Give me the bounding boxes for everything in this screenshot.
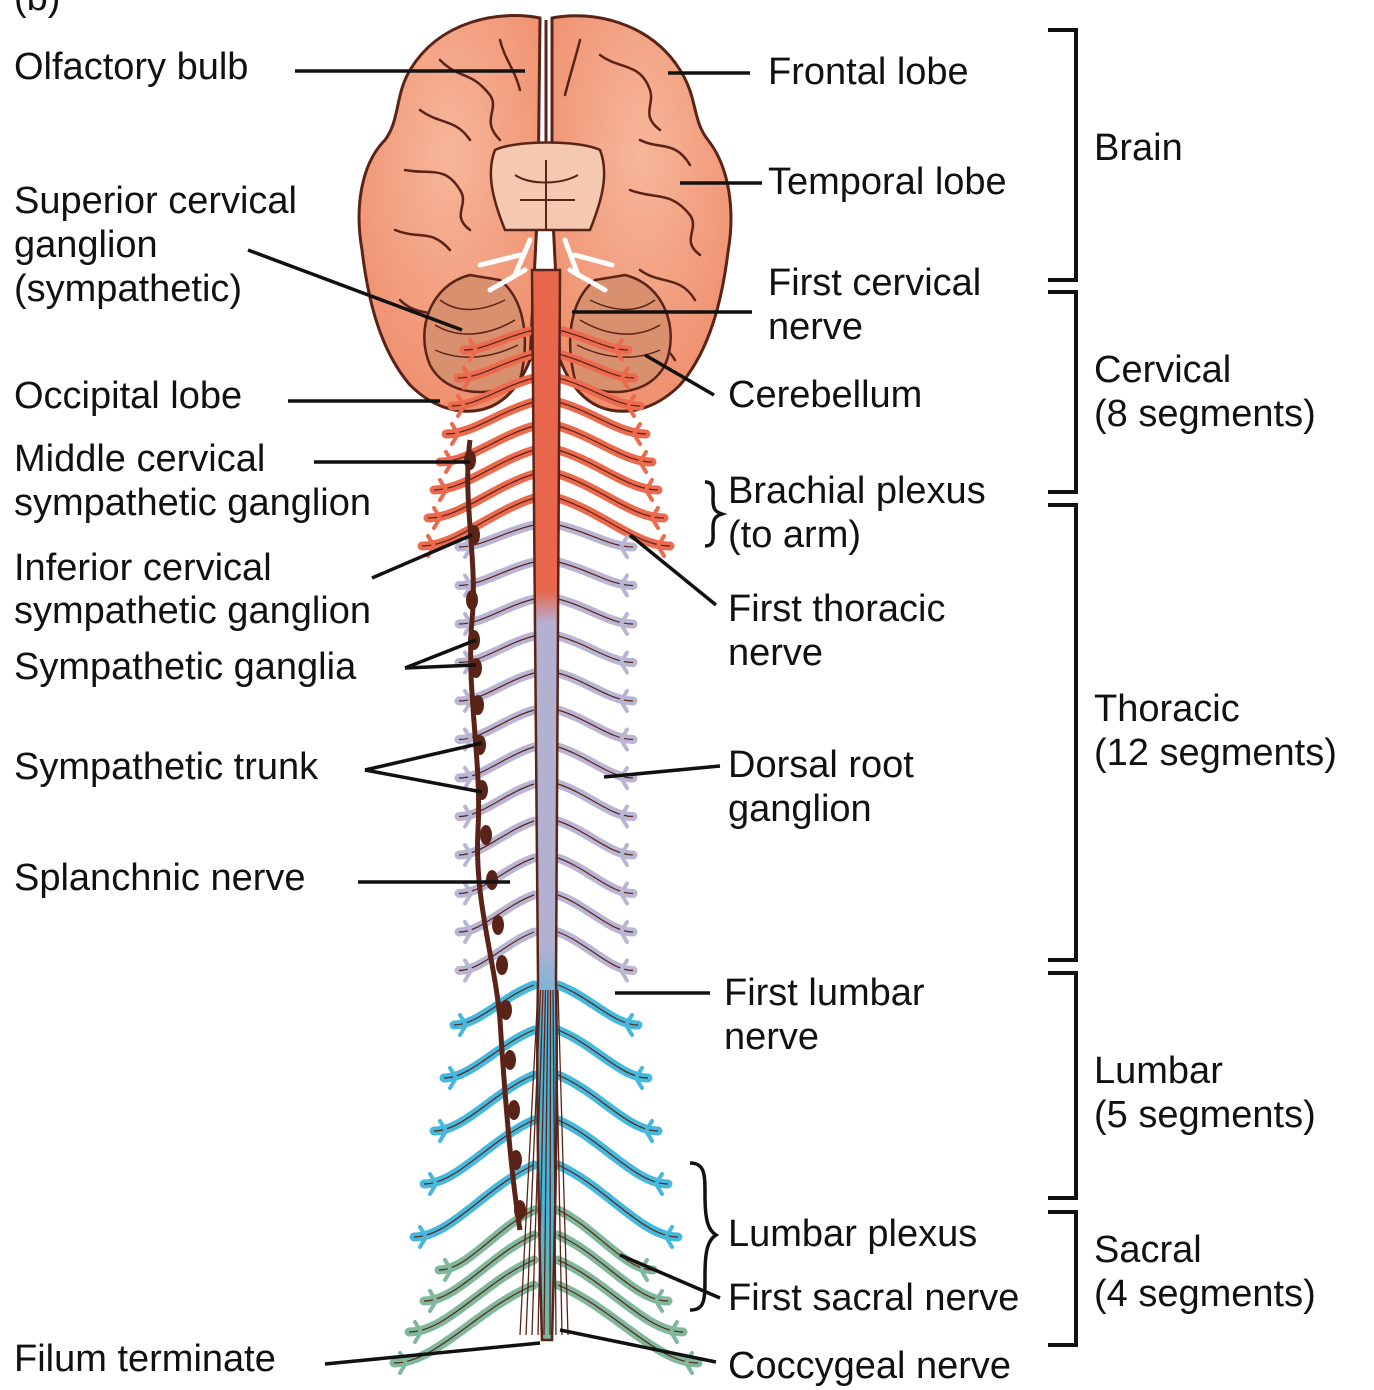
- region-label-lumbar-line2: (5 segments): [1094, 1093, 1316, 1137]
- sympathetic-ganglion-13: [500, 1000, 512, 1020]
- region-label-brain: Brain: [1094, 126, 1183, 170]
- brain-bracket: [1048, 30, 1076, 280]
- label-filum-terminate: Filum terminate: [14, 1337, 276, 1381]
- sympathetic-ganglion-9: [480, 825, 492, 845]
- cervical-bracket: [1048, 292, 1076, 492]
- label-frontal-lobe: Frontal lobe: [768, 50, 969, 94]
- label-superior-cervical-ganglion-line1: Superior cervical: [14, 179, 297, 223]
- sympathetic-ganglion-1: [464, 450, 476, 470]
- label-first-lumbar-nerve-line1: First lumbar: [724, 971, 925, 1015]
- panel-label: (b): [14, 0, 60, 20]
- sympathetic-ganglion-3: [466, 590, 478, 610]
- label-olfactory-bulb: Olfactory bulb: [14, 45, 248, 89]
- label-superior-cervical-ganglion-line2: ganglion: [14, 223, 158, 267]
- sympathetic-ganglion-10: [486, 870, 498, 890]
- label-coccygeal-nerve: Coccygeal nerve: [728, 1344, 1011, 1388]
- label-first-thoracic-nerve-line1: First thoracic: [728, 587, 945, 631]
- region-label-thoracic-line2: (12 segments): [1094, 731, 1337, 775]
- region-label-sacral-line1: Sacral: [1094, 1228, 1202, 1272]
- label-first-lumbar-nerve-line2: nerve: [724, 1015, 819, 1059]
- label-dorsal-root-ganglion-line2: ganglion: [728, 787, 872, 831]
- label-first-cervical-nerve-line2: nerve: [768, 305, 863, 349]
- label-cerebellum: Cerebellum: [728, 373, 922, 417]
- region-label-cervical-line1: Cervical: [1094, 348, 1231, 392]
- label-middle-cervical-ganglion-line1: Middle cervical: [14, 437, 265, 481]
- thoracic-bracket: [1048, 505, 1076, 960]
- sympathetic-ganglion-16: [510, 1150, 522, 1170]
- region-label-sacral-line2: (4 segments): [1094, 1272, 1316, 1316]
- label-lumbar-plexus: Lumbar plexus: [728, 1212, 977, 1256]
- label-occipital-lobe: Occipital lobe: [14, 374, 242, 418]
- label-superior-cervical-ganglion-line3: (sympathetic): [14, 267, 242, 311]
- sympathetic-ganglion-12: [496, 955, 508, 975]
- brachial-plexus-brace: [705, 482, 722, 546]
- lumbar-bracket: [1048, 973, 1076, 1198]
- region-brackets: [1048, 30, 1076, 1345]
- sympathetic-ganglion-15: [508, 1100, 520, 1120]
- label-middle-cervical-ganglion-line2: sympathetic ganglion: [14, 481, 371, 525]
- brain-base: [491, 143, 604, 231]
- label-sympathetic-ganglia: Sympathetic ganglia: [14, 645, 356, 689]
- region-label-cervical-line2: (8 segments): [1094, 392, 1316, 436]
- label-first-cervical-nerve-line1: First cervical: [768, 261, 981, 305]
- region-label-lumbar-line1: Lumbar: [1094, 1049, 1223, 1093]
- label-first-thoracic-nerve-line2: nerve: [728, 631, 823, 675]
- label-brachial-plexus-line1: Brachial plexus: [728, 469, 986, 513]
- region-label-thoracic-line1: Thoracic: [1094, 687, 1240, 731]
- label-first-sacral-nerve: First sacral nerve: [728, 1276, 1019, 1320]
- sympathetic-ganglion-14: [504, 1050, 516, 1070]
- label-brachial-plexus-line2: (to arm): [728, 513, 861, 557]
- sympathetic-ganglion-6: [472, 695, 484, 715]
- sacral-bracket: [1048, 1212, 1076, 1345]
- sympathetic-ganglion-17: [514, 1200, 526, 1220]
- label-dorsal-root-ganglion-line1: Dorsal root: [728, 743, 914, 787]
- label-inferior-cervical-ganglion-line1: Inferior cervical: [14, 546, 272, 590]
- sympathetic-ganglion-5: [470, 658, 482, 678]
- label-inferior-cervical-ganglion-line2: sympathetic ganglion: [14, 589, 371, 633]
- label-temporal-lobe: Temporal lobe: [768, 160, 1007, 204]
- label-sympathetic-trunk: Sympathetic trunk: [14, 745, 318, 789]
- label-splanchnic-nerve: Splanchnic nerve: [14, 856, 306, 900]
- plexus-braces: [690, 482, 722, 1310]
- sympathetic-ganglion-11: [492, 915, 504, 935]
- cauda-strand-6: [550, 990, 551, 1335]
